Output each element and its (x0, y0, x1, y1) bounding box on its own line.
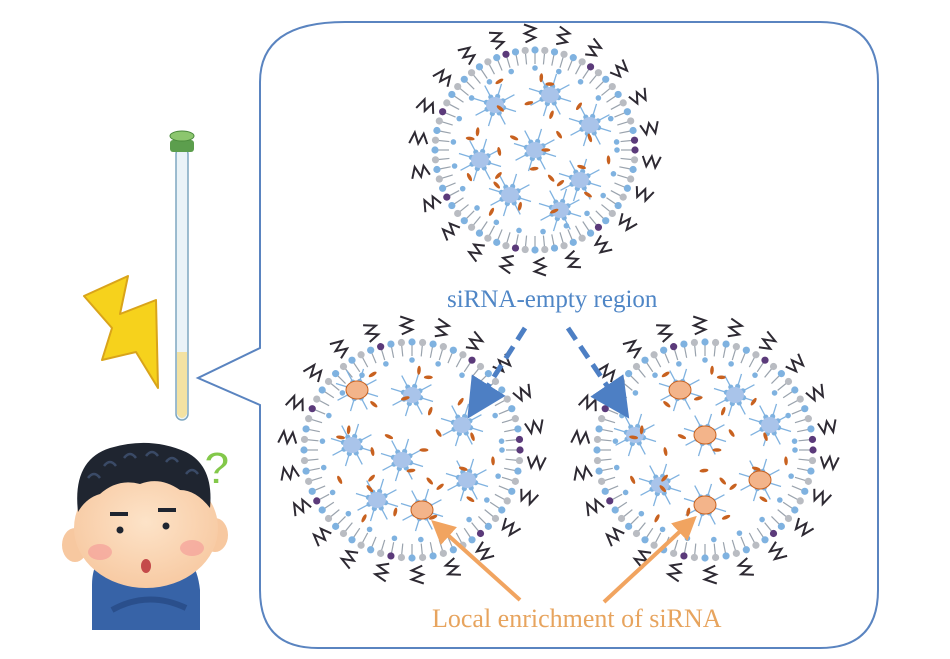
lnp-particle-right (570, 315, 840, 585)
local-enrichment-label: Local enrichment of siRNA (432, 604, 722, 633)
question-mark-icon: ? (203, 442, 231, 494)
test-tube-icon (169, 130, 195, 421)
empty-region-arrow-right (565, 326, 630, 419)
enrichment-arrow-left (431, 519, 522, 602)
empty-region-arrow-left (467, 326, 528, 419)
enrichment-arrow-right (602, 515, 697, 604)
empty-region-label: siRNA-empty region (447, 286, 658, 313)
lightning-icon (83, 275, 159, 389)
lnp-particle-empty (408, 23, 662, 277)
confused-boy-icon (62, 442, 228, 630)
callout-frame (195, 21, 879, 649)
